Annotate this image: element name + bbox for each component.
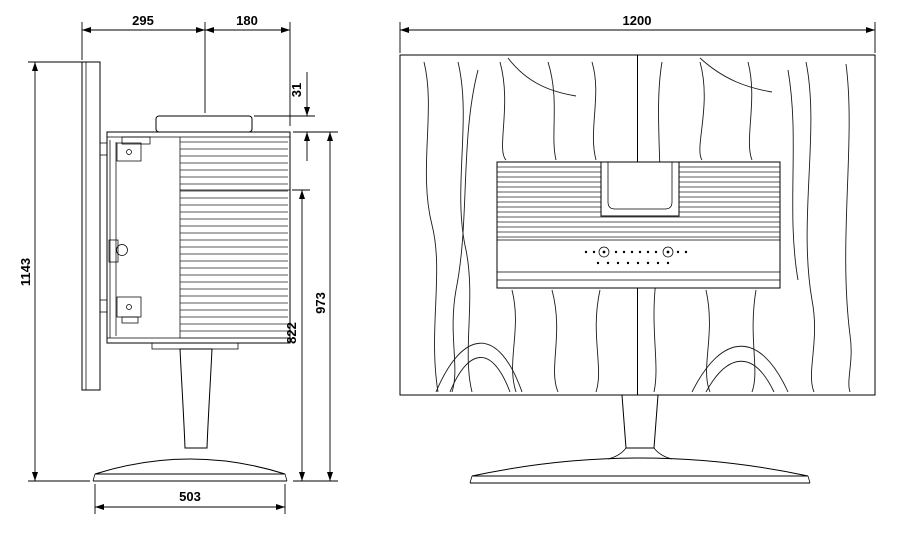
recess-outer — [600, 161, 680, 217]
dim-label-height-to-top: 973 — [313, 292, 328, 314]
hinge-bottom — [116, 296, 142, 318]
recess-inner — [607, 162, 673, 210]
hinge-top-bolt — [126, 149, 132, 155]
dim-label-shield-width: 1200 — [623, 13, 652, 28]
dimension-295-180: 295 180 — [81, 13, 291, 126]
dimensions: 295 180 31 1143 973 — [18, 13, 876, 514]
dim-label-total-height: 1143 — [18, 258, 33, 286]
body-ribs — [180, 141, 288, 339]
back-panel — [81, 61, 101, 391]
hinge-top-plate — [121, 136, 151, 145]
dim-label-top-clearance: 31 — [289, 83, 304, 97]
dim-label-height-to-connector: 822 — [284, 322, 299, 344]
side-view — [81, 61, 291, 482]
hinge-bottom-plate — [121, 316, 139, 324]
rear-base-edge-left — [469, 475, 473, 484]
door-hardware — [108, 136, 151, 338]
stove-body — [106, 115, 291, 344]
body-outline — [106, 131, 291, 344]
side-pedestal — [92, 342, 288, 482]
bolt-left — [598, 246, 610, 258]
base-dome — [94, 458, 286, 475]
dim-label-back-to-flue: 295 — [132, 13, 154, 28]
top-cap — [155, 115, 253, 133]
back-panel-outline — [81, 61, 101, 391]
dimension-1143: 1143 — [18, 61, 90, 482]
handle-mount — [108, 239, 119, 263]
hinge-bottom-bolt — [126, 304, 132, 310]
dim-label-base-width: 503 — [179, 489, 201, 504]
rear-pedestal — [469, 394, 811, 484]
base-edge-right — [284, 473, 288, 482]
stem-flare-right — [653, 447, 673, 460]
dimension-973: 973 — [293, 132, 338, 482]
base-edge-left — [92, 473, 96, 482]
vent-holes — [584, 250, 688, 265]
dimension-822: 822 — [284, 189, 310, 481]
bracket-top — [99, 142, 108, 156]
door-handle — [116, 244, 128, 256]
bolt-right-centre — [666, 250, 670, 254]
bolt-left-centre — [602, 250, 606, 254]
stem-flare-left — [607, 447, 627, 460]
rear-base-edge-right — [807, 475, 811, 484]
rear-base-dome — [471, 457, 809, 477]
bracket-bottom — [99, 299, 108, 313]
heat-shield — [496, 161, 781, 289]
hinge-top — [116, 142, 142, 162]
rear-pedestal-stem — [621, 394, 659, 449]
wood-grain — [423, 57, 852, 393]
rear-view — [399, 54, 876, 484]
dimension-1200: 1200 — [399, 13, 876, 53]
dimension-503: 503 — [94, 484, 286, 514]
bolt-right — [662, 246, 674, 258]
pedestal-stem — [179, 348, 213, 449]
dim-label-flue-to-front: 180 — [236, 13, 258, 28]
pedestal-top-plate — [151, 342, 239, 350]
dimension-31: 31 — [254, 72, 338, 161]
